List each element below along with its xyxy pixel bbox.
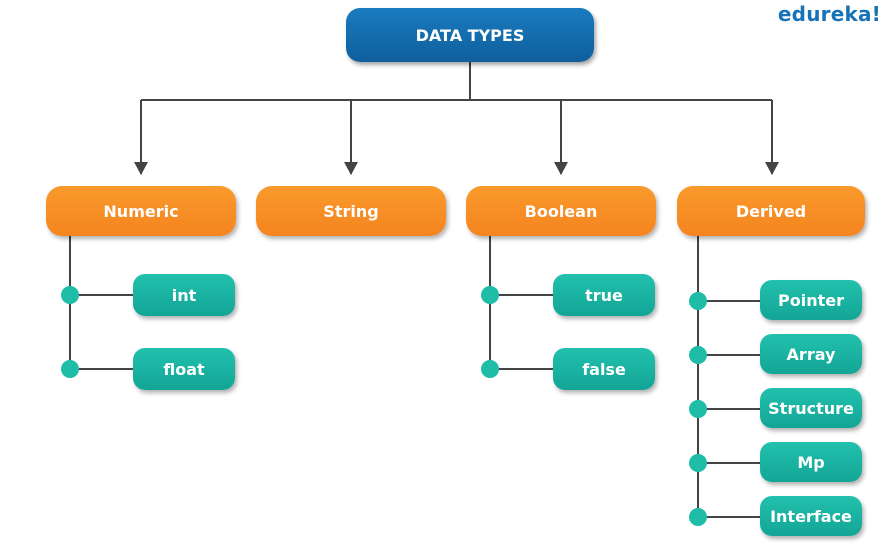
connector-dot bbox=[481, 360, 499, 378]
category-node-boolean: Boolean bbox=[466, 186, 656, 236]
connector-dot bbox=[689, 508, 707, 526]
category-node-numeric: Numeric bbox=[46, 186, 236, 236]
leaf-node-mp: Mp bbox=[760, 442, 862, 482]
connector-dot bbox=[61, 286, 79, 304]
connector-dot bbox=[689, 346, 707, 364]
leaf-node-true: true bbox=[553, 274, 655, 316]
leaf-node-interface: Interface bbox=[760, 496, 862, 536]
category-node-derived: Derived bbox=[677, 186, 865, 236]
category-node-string: String bbox=[256, 186, 446, 236]
connector-dot bbox=[61, 360, 79, 378]
brand-logo: edureka! bbox=[777, 2, 881, 26]
connector-dot bbox=[689, 292, 707, 310]
connector-dot bbox=[481, 286, 499, 304]
leaf-node-false: false bbox=[553, 348, 655, 390]
connector-dot bbox=[689, 454, 707, 472]
leaf-node-float: float bbox=[133, 348, 235, 390]
leaf-node-int: int bbox=[133, 274, 235, 316]
connector-dot bbox=[689, 400, 707, 418]
leaf-node-array: Array bbox=[760, 334, 862, 374]
root-node-data-types: DATA TYPES bbox=[346, 8, 594, 62]
leaf-node-structure: Structure bbox=[760, 388, 862, 428]
leaf-node-pointer: Pointer bbox=[760, 280, 862, 320]
